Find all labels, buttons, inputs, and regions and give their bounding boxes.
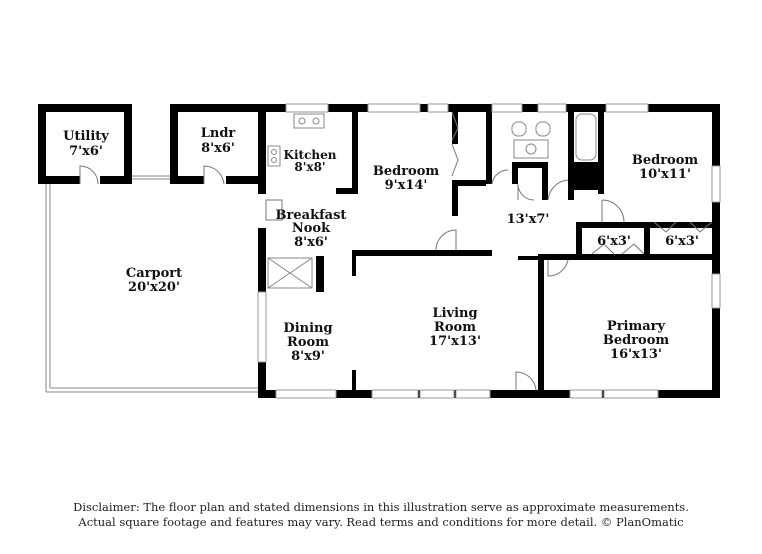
closet-a-dim: 6'x3' [597,234,631,249]
utility-name: Utility [63,129,109,144]
laundry-dim: 8'x6' [201,141,235,156]
breakfast-name-1: Breakfast [276,208,347,223]
kitchen-name: Kitchen [284,148,337,162]
living-name-2: Room [434,320,476,335]
bedroom-b-dim: 10'x11' [639,167,691,182]
hall-dim: 13'x7' [507,212,550,227]
kitchen-dim: 8'x8' [294,160,325,174]
bedroom-a-name: Bedroom [373,164,440,179]
primary-name-2: Bedroom [603,333,670,348]
stair-box [267,257,313,289]
breakfast-dim: 8'x6' [294,235,328,250]
utility-room-walls [38,104,132,185]
bedroom-b-name: Bedroom [632,153,699,168]
windows [257,103,721,399]
laundry-name: Lndr [201,126,236,141]
living-name-1: Living [432,306,477,321]
primary-name-1: Primary [607,319,666,334]
breakfast-name-2: Nook [292,221,331,236]
dining-dim: 8'x9' [291,349,325,364]
closet-b-dim: 6'x3' [665,234,699,249]
carport-dim: 20'x20' [128,280,180,295]
dining-name-2: Room [287,335,329,350]
carport-outline [45,175,262,393]
doors [265,111,713,391]
disclaimer-line-1: Disclaimer: The floor plan and stated di… [73,500,689,514]
living-dim: 17'x13' [429,334,481,349]
carport-name: Carport [126,266,182,281]
fixtures [267,113,597,289]
disclaimer-line-2: Actual square footage and features may v… [78,515,684,529]
dining-name-1: Dining [283,321,332,336]
utility-dim: 7'x6' [69,144,103,159]
bedroom-a-dim: 9'x14' [385,178,428,193]
primary-dim: 16'x13' [610,347,662,362]
laundry-walls [170,104,266,185]
